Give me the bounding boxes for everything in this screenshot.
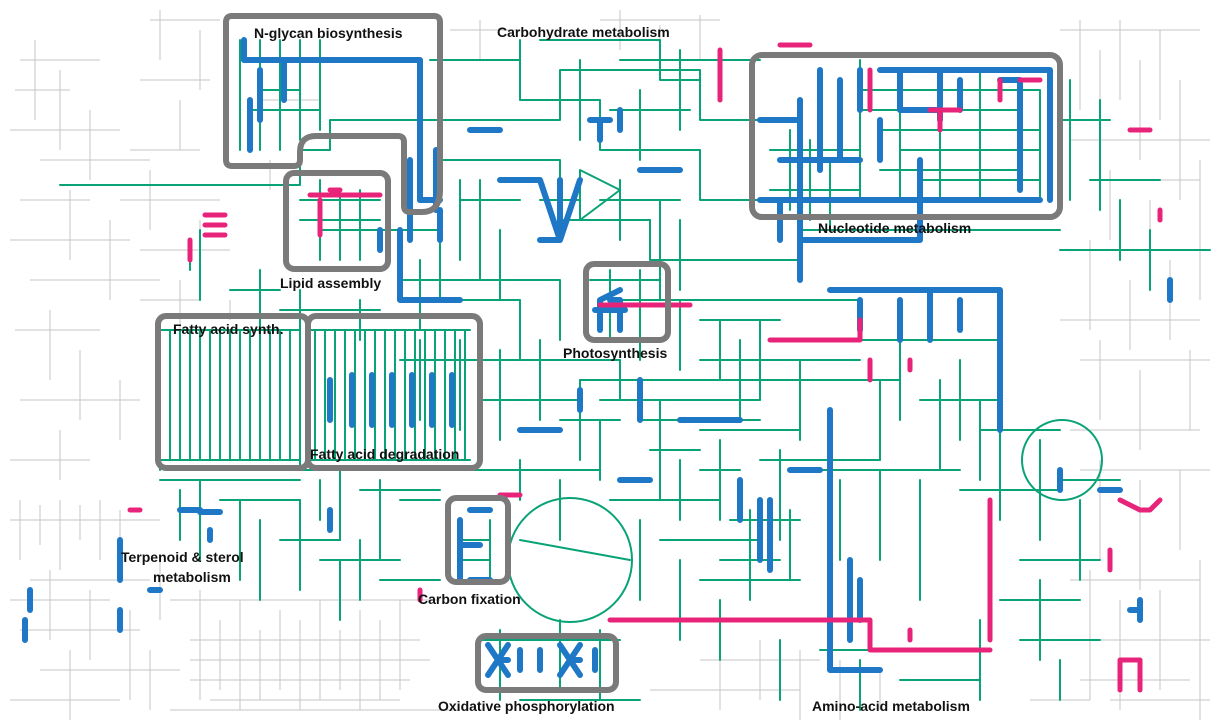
fatty-acid-degradation-label: Fatty acid degradation bbox=[310, 446, 459, 462]
photosynthesis-label: Photosynthesis bbox=[563, 345, 667, 361]
amino-acid-label: Amino-acid metabolism bbox=[812, 698, 970, 714]
carbohydrate-label: Carbohydrate metabolism bbox=[497, 24, 670, 40]
nucleotide-label: Nucleotide metabolism bbox=[818, 220, 971, 236]
terpenoid-label-line2: metabolism bbox=[153, 569, 231, 585]
oxidative-phosphorylation-label: Oxidative phosphorylation bbox=[438, 698, 615, 714]
fatty-acid-synth-label: Fatty acid synth. bbox=[173, 321, 283, 337]
pathway-network-green bbox=[60, 40, 1210, 710]
carbon-fixation-label: Carbon fixation bbox=[418, 591, 521, 607]
pink-highlighted-pathways bbox=[130, 45, 1160, 690]
terpenoid-label-line1: Terpenoid & sterol bbox=[121, 549, 244, 565]
n-glycan-label: N-glycan biosynthesis bbox=[254, 25, 403, 41]
lipid-assembly-label: Lipid assembly bbox=[280, 275, 381, 291]
